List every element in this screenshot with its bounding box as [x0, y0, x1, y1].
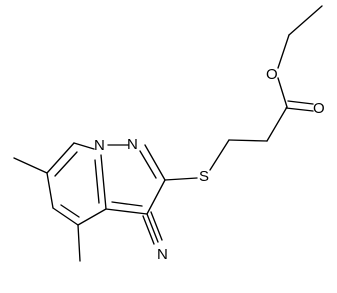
pyrazole-c3-c3a-bond	[105, 208, 148, 215]
methyl-c6-bond	[13, 157, 48, 174]
bonds	[13, 5, 323, 262]
pyridine-c5-c4-bond	[52, 207, 79, 226]
beta-carbon-to-sulfur-bond	[209, 139, 230, 171]
pyrazole-c3-c3a-double-bond	[111, 201, 143, 207]
pyridine-c6-c5-bond	[46, 172, 54, 209]
pyrazole-c3a-n1-bond	[100, 154, 107, 210]
pyridine-c5-c4-double-bond	[60, 204, 80, 218]
ester-o-to-carbonyl-bond	[277, 77, 288, 108]
pyrazole-n2-label: N	[127, 136, 138, 153]
carbonyl-to-alpha-carbon-bond	[266, 106, 288, 142]
sulfur-label: S	[199, 168, 209, 185]
alpha-to-beta-carbon-bond	[228, 139, 268, 142]
pyrazole-c2-n2-double-bond	[139, 150, 157, 179]
ethyl-ch3-bond	[288, 5, 323, 36]
pyridine-n1-c7-bond	[73, 142, 95, 150]
carbonyl-double-bond-b	[285, 107, 314, 112]
pyridine-c4-c3a-bond	[77, 208, 107, 226]
carbonyl-double-bond-a	[287, 100, 314, 105]
pyrazole-n1-label: N	[94, 137, 105, 154]
cyano-triple-bond-b	[142, 215, 155, 245]
methyl-c4-bond	[77, 224, 81, 262]
cyano-triple-bond-a	[146, 213, 159, 243]
pyridine-c7-c6-double-bond	[54, 151, 78, 177]
pyridine-c7-c6-bond	[46, 142, 75, 174]
ethyl-ch2-bond	[277, 34, 290, 69]
cyano-triple-bond-c	[150, 211, 163, 241]
pyrazole-c2-c3-bond	[146, 179, 166, 215]
sulfur-to-ring-bond	[164, 177, 198, 181]
atom-labels: O O S N N N	[94, 66, 325, 263]
carbonyl-oxygen-label: O	[313, 100, 325, 117]
pyrazole-c2-n2-bond	[144, 144, 166, 181]
ester-oxygen-label: O	[266, 66, 278, 83]
pyridine-c3a-n1-inner-bond	[94, 159, 100, 204]
nitrile-nitrogen-label: N	[157, 246, 168, 263]
